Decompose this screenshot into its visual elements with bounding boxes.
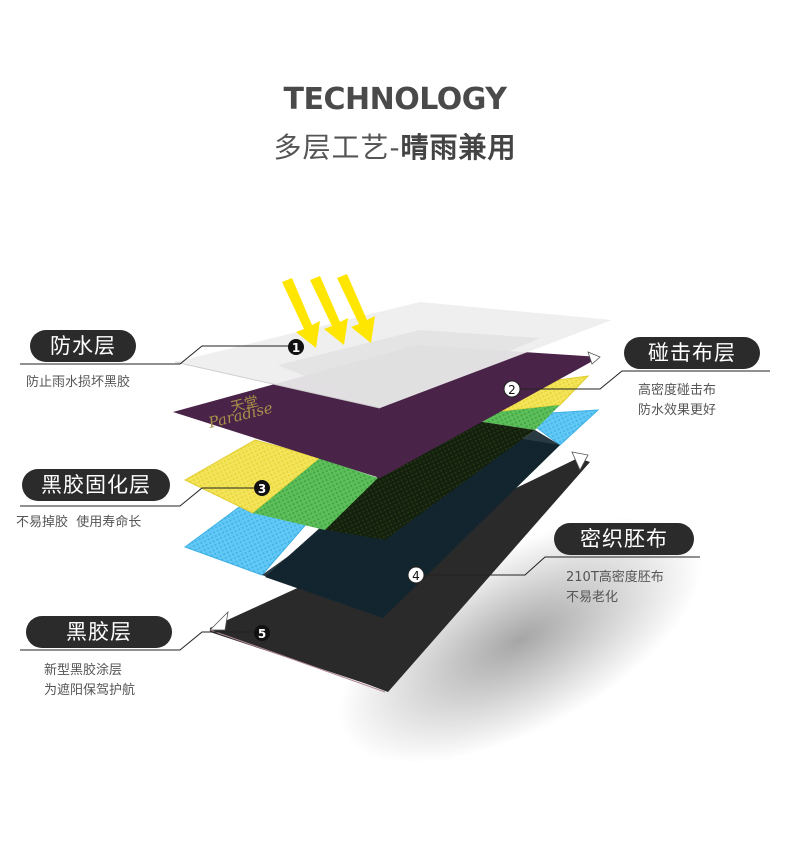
layer-3-black-center <box>325 420 535 540</box>
layer-2-corner-right <box>587 351 601 365</box>
layer-5-corner-right <box>571 451 589 471</box>
title-chinese-bold: 晴雨兼用 <box>400 131 517 164</box>
layer-5-corner-left <box>209 610 229 631</box>
desc-layer-5-line-2: 为遮阳保驾护航 <box>44 683 136 698</box>
marker-4: 4 <box>407 566 425 584</box>
leader-line-2 <box>512 370 770 390</box>
label-layer-3-glue-curing: 黑胶固化层 <box>22 469 170 501</box>
svg-text:5: 5 <box>258 627 266 641</box>
marker-2: 2 <box>503 380 521 398</box>
title-english: TECHNOLOGY <box>283 82 507 117</box>
label-layer-2-impact-cloth: 碰击布层 <box>624 337 760 369</box>
layer-5-edge <box>209 629 386 693</box>
title-chinese-light: 多层工艺- <box>273 131 401 164</box>
desc-layer-1: 防止雨水损坏黑胶 <box>26 375 131 390</box>
marker-3: 3 <box>254 480 270 496</box>
sun-arrows-icon <box>282 274 375 348</box>
layer-1-film-inner <box>278 330 540 408</box>
desc-layer-4-line-2: 不易老化 <box>566 590 619 605</box>
svg-text:2: 2 <box>508 383 516 397</box>
desc-layer-3: 不易掉胶 使用寿命长 <box>16 515 142 530</box>
desc-layer-2-line-2: 防水效果更好 <box>638 403 717 418</box>
label-layer-5-black-rubber: 黑胶层 <box>26 616 172 648</box>
layer-3-navy-overlay <box>262 430 560 618</box>
layer-3-green <box>253 458 378 530</box>
desc-layer-2-line-1: 高密度碰击布 <box>638 383 717 398</box>
marker-1: 1 <box>288 339 304 355</box>
leader-line-3 <box>20 487 262 507</box>
layer-1-edge <box>174 361 381 409</box>
title-chinese: 多层工艺-晴雨兼用 <box>0 126 790 166</box>
svg-text:3: 3 <box>258 482 266 496</box>
leader-line-1 <box>20 345 296 365</box>
leader-lines <box>20 345 770 651</box>
label-layer-1-waterproof: 防水层 <box>30 330 136 362</box>
desc-layer-4-line-1: 210T高密度胚布 <box>566 570 664 585</box>
marker-5: 5 <box>254 625 270 641</box>
label-layer-4-woven-cloth: 密织胚布 <box>554 523 694 555</box>
leader-line-4 <box>416 556 700 576</box>
svg-text:4: 4 <box>412 569 420 583</box>
layer-3-green-right <box>470 405 560 430</box>
layer-shadow <box>338 516 702 764</box>
svg-text:1: 1 <box>292 341 300 355</box>
brand-mark-cn: 天堂 <box>229 394 260 416</box>
layer-2-impact-cloth <box>173 345 600 478</box>
desc-layer-5-line-1: 新型黑胶涂层 <box>44 663 123 678</box>
leader-line-5 <box>20 631 262 651</box>
